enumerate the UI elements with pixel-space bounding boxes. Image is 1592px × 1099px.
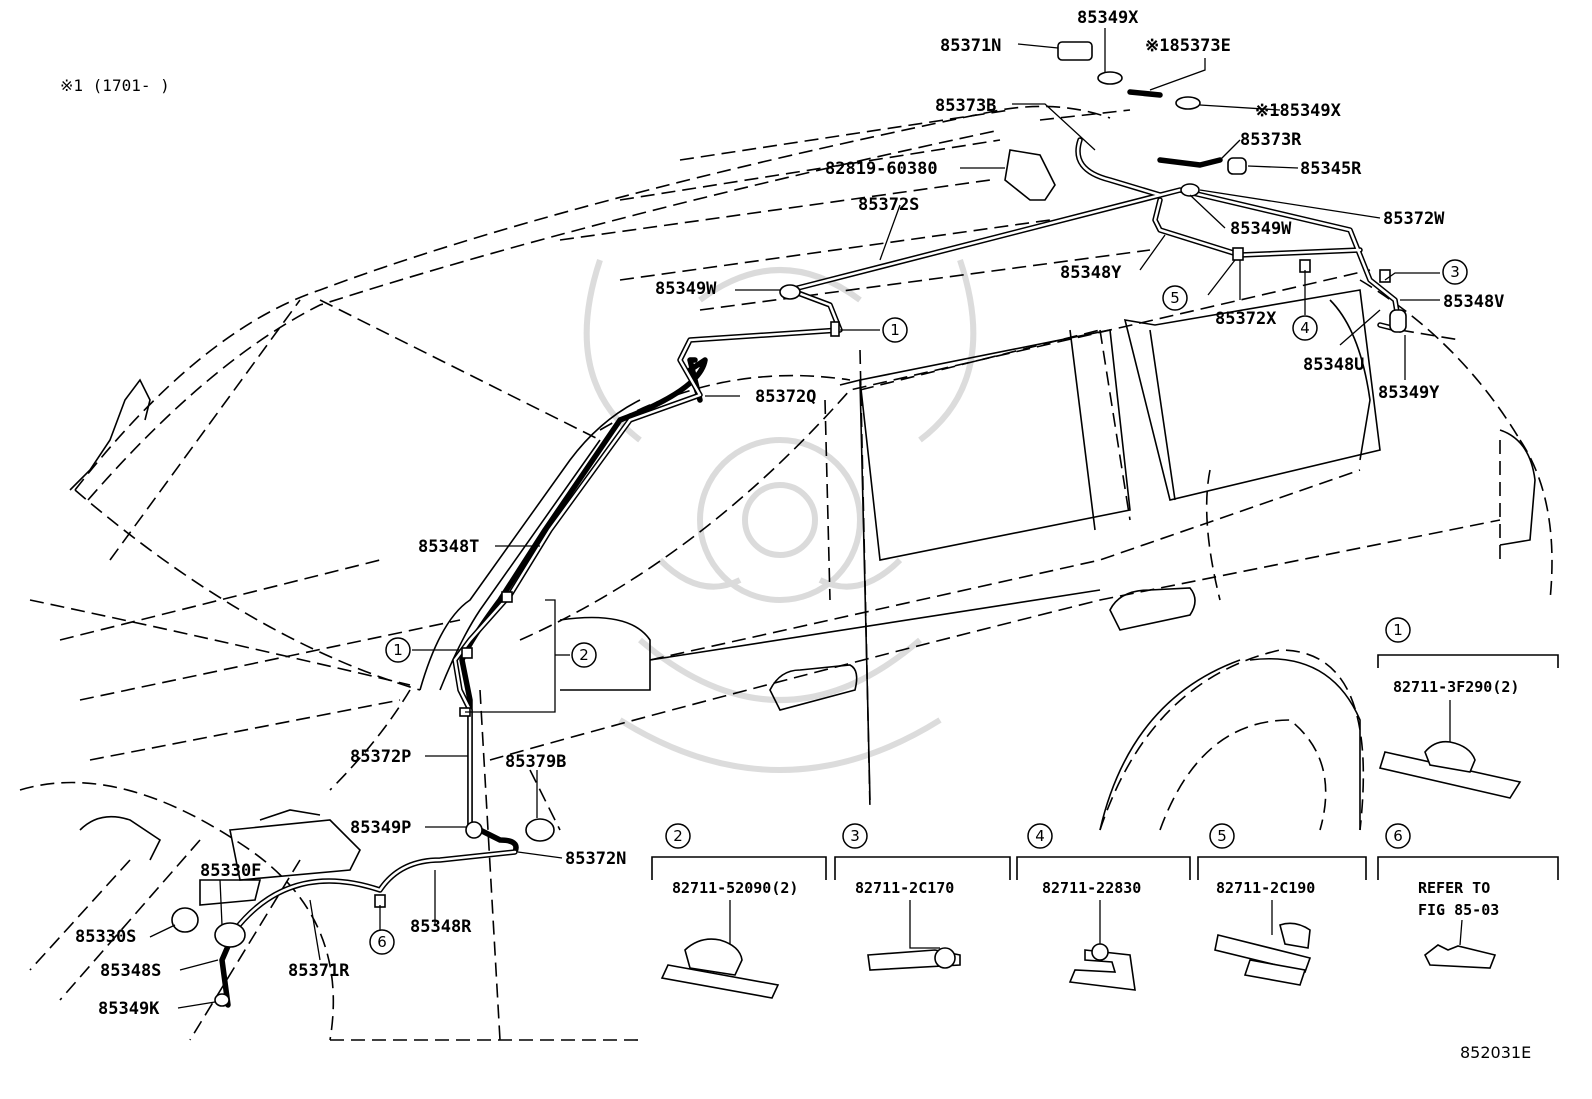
detail-5-code[interactable]: 82711-2C190 <box>1216 879 1315 897</box>
label-85349Y[interactable]: 85349Y <box>1378 383 1440 403</box>
duct-82819 <box>1004 149 1056 201</box>
label-85373R[interactable]: 85373R <box>1240 130 1302 150</box>
label-85372S[interactable]: 85372S <box>858 195 919 215</box>
detail-5: 5 82711-2C190 <box>1209 823 1315 986</box>
detail-6: 6 REFER TO FIG 85-03 <box>1385 823 1499 969</box>
callout-2: 2 <box>571 642 597 668</box>
svg-text:1: 1 <box>1393 621 1403 639</box>
washer-hose <box>219 89 1403 1008</box>
joint-85349Y <box>1389 309 1407 333</box>
label-85372X[interactable]: 85372X <box>1215 309 1277 329</box>
leader-lines <box>149 28 1440 1009</box>
label-85379B[interactable]: 85379B <box>505 752 566 772</box>
label-85372Q[interactable]: 85372Q <box>755 387 816 407</box>
label-85372P[interactable]: 85372P <box>350 747 411 767</box>
svg-text:5: 5 <box>1170 289 1180 307</box>
label-85372N[interactable]: 85372N <box>565 849 626 869</box>
detail-1-code[interactable]: 82711-3F290(2) <box>1393 678 1519 696</box>
detail-2: 2 82711-52090(2) <box>660 823 798 999</box>
detail-6-line1[interactable]: REFER TO <box>1418 879 1490 897</box>
joint-85349W-left <box>779 284 801 300</box>
callout-6: 6 <box>369 929 395 955</box>
part-labels: ※1 (1701- ) 85349X 85371N ※185373E 85373… <box>60 8 1504 1019</box>
label-85373B[interactable]: 85373B <box>935 96 996 116</box>
watermark-emblem <box>583 259 977 773</box>
vehicle-outline <box>19 105 1553 1041</box>
label-85348V[interactable]: 85348V <box>1443 292 1504 312</box>
label-85330F[interactable]: 85330F <box>200 861 261 881</box>
label-85373E[interactable]: ※185373E <box>1145 36 1231 56</box>
clamp-2-top <box>501 591 513 603</box>
svg-text:6: 6 <box>377 933 387 951</box>
applicability-note: ※1 (1701- ) <box>60 76 170 95</box>
clamp-5 <box>1232 247 1244 261</box>
joint-85349X <box>1097 71 1123 85</box>
label-85349P[interactable]: 85349P <box>350 818 411 838</box>
label-85349W-right[interactable]: 85349W <box>1230 219 1292 239</box>
label-85348R[interactable]: 85348R <box>410 917 472 937</box>
svg-text:5: 5 <box>1217 827 1227 845</box>
pump-85330S <box>171 907 199 933</box>
label-85348U[interactable]: 85348U <box>1303 355 1364 375</box>
label-85348S[interactable]: 85348S <box>100 961 161 981</box>
joint-85349W-right <box>1180 183 1200 197</box>
svg-text:1: 1 <box>890 321 900 339</box>
svg-text:1: 1 <box>393 641 403 659</box>
joint-85349K <box>214 993 230 1007</box>
label-85348T[interactable]: 85348T <box>418 537 479 557</box>
svg-text:6: 6 <box>1393 827 1403 845</box>
label-85371N[interactable]: 85371N <box>940 36 1001 56</box>
figure-code: 852031E <box>1460 1043 1531 1062</box>
clamp-1-top <box>830 321 840 337</box>
label-82819-60380[interactable]: 82819-60380 <box>825 159 938 179</box>
detail-3: 3 82711-2C170 <box>842 823 961 971</box>
nozzle-85371N <box>1057 41 1093 61</box>
detail-1: 1 82711-3F290(2) <box>1377 617 1559 799</box>
callout-1-top: 1 <box>882 317 908 343</box>
pump-85330F <box>214 922 246 948</box>
label-85349W-left[interactable]: 85349W <box>655 279 717 299</box>
detail-headers <box>651 856 1559 880</box>
main-callouts: 1 3 5 4 1 2 6 <box>369 259 1468 955</box>
detail-4: 4 82711-22830 <box>1027 823 1141 991</box>
detail-6-line2[interactable]: FIG 85-03 <box>1418 901 1499 919</box>
label-85345R[interactable]: 85345R <box>1300 159 1362 179</box>
callout-4: 4 <box>1292 315 1318 341</box>
clamp-1-pillar <box>461 647 473 659</box>
label-85349X-top[interactable]: 85349X <box>1077 8 1139 28</box>
clamp-3 <box>1379 269 1391 283</box>
svg-text:4: 4 <box>1035 827 1045 845</box>
detail-4-code[interactable]: 82711-22830 <box>1042 879 1141 897</box>
label-85349K[interactable]: 85349K <box>98 999 160 1019</box>
label-85330S[interactable]: 85330S <box>75 927 136 947</box>
joint-85349X-right <box>1175 96 1201 110</box>
svg-text:2: 2 <box>673 827 683 845</box>
label-85349X-right[interactable]: ※185349X <box>1255 101 1342 121</box>
callout-1-pillar: 1 <box>385 637 411 663</box>
label-85371R[interactable]: 85371R <box>288 961 350 981</box>
parts <box>171 41 1407 1007</box>
svg-text:2: 2 <box>579 646 589 664</box>
joint-85349P <box>465 821 483 839</box>
nozzle-85345R <box>1227 157 1247 175</box>
callout-3: 3 <box>1442 259 1468 285</box>
label-85348Y[interactable]: 85348Y <box>1060 263 1122 283</box>
detail-3-code[interactable]: 82711-2C170 <box>855 879 954 897</box>
svg-text:4: 4 <box>1300 319 1310 337</box>
svg-text:3: 3 <box>1450 263 1460 281</box>
label-85372W[interactable]: 85372W <box>1383 209 1445 229</box>
callout-5: 5 <box>1162 285 1188 311</box>
grommet-85379B <box>525 818 555 842</box>
detail-2-code[interactable]: 82711-52090(2) <box>672 879 798 897</box>
svg-text:3: 3 <box>850 827 860 845</box>
vehicle-body <box>69 289 1536 906</box>
